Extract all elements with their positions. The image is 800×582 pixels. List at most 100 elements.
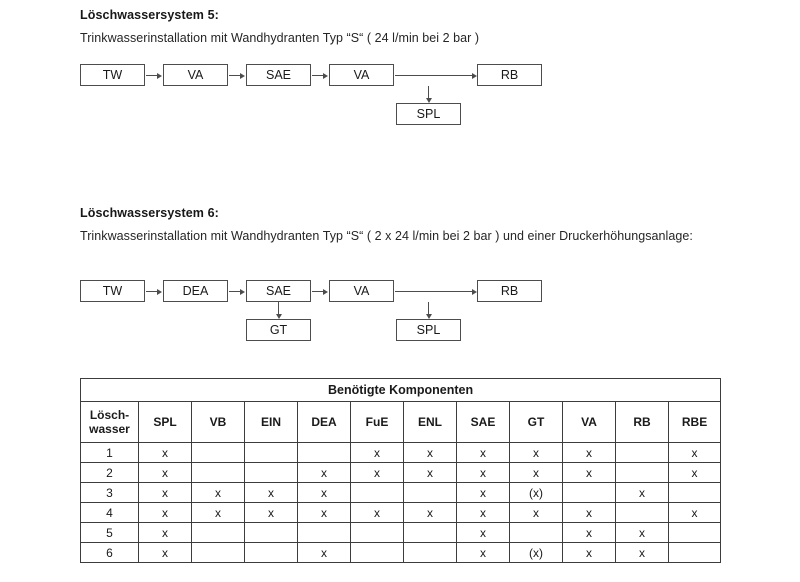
cell-rb: x bbox=[615, 542, 669, 563]
col-header-dea: DEA bbox=[297, 401, 351, 443]
node-spl[interactable]: SPL bbox=[396, 319, 461, 341]
cell-vb bbox=[191, 442, 245, 463]
cell-spl: x bbox=[138, 542, 192, 563]
col-header-rbe: RBE bbox=[667, 401, 722, 443]
cell-enl: x bbox=[403, 442, 457, 463]
cell-rbe bbox=[667, 522, 722, 543]
node-sae[interactable]: SAE bbox=[246, 280, 311, 302]
arrow-sae-to-va bbox=[312, 287, 328, 296]
node-va[interactable]: VA bbox=[329, 280, 394, 302]
cell-fue bbox=[350, 542, 404, 563]
cell-vb bbox=[191, 462, 245, 483]
row-label: 1 bbox=[80, 442, 139, 463]
arrow-tw-to-dea bbox=[146, 287, 162, 296]
cell-enl bbox=[403, 522, 457, 543]
cell-sae: x bbox=[456, 502, 510, 523]
cell-rb bbox=[615, 502, 669, 523]
col-header-loeschwasser-line1: Lösch- bbox=[89, 408, 130, 422]
node-va-1[interactable]: VA bbox=[163, 64, 228, 86]
cell-gt: x bbox=[509, 442, 563, 463]
cell-sae: x bbox=[456, 542, 510, 563]
node-spl[interactable]: SPL bbox=[396, 103, 461, 125]
cell-ein: x bbox=[244, 482, 298, 503]
cell-gt: (x) bbox=[509, 542, 563, 563]
cell-enl: x bbox=[403, 502, 457, 523]
cell-enl bbox=[403, 482, 457, 503]
col-header-gt: GT bbox=[509, 401, 563, 443]
node-va-2[interactable]: VA bbox=[329, 64, 394, 86]
node-gt[interactable]: GT bbox=[246, 319, 311, 341]
table-body: 1 x x x x x x x 2 x x x x x bbox=[80, 442, 722, 563]
cell-rb bbox=[615, 462, 669, 483]
node-sae[interactable]: SAE bbox=[246, 64, 311, 86]
cell-vb: x bbox=[191, 502, 245, 523]
table-row: 6 x x x (x) x x bbox=[80, 542, 722, 563]
cell-rb: x bbox=[615, 482, 669, 503]
row-label: 3 bbox=[80, 482, 139, 503]
col-header-rb: RB bbox=[615, 401, 669, 443]
arrow-dea-to-sae bbox=[229, 287, 245, 296]
cell-fue: x bbox=[350, 502, 404, 523]
cell-sae: x bbox=[456, 442, 510, 463]
node-dea[interactable]: DEA bbox=[163, 280, 228, 302]
table-row: 5 x x x x bbox=[80, 522, 722, 543]
arrow-va-to-rb bbox=[395, 287, 477, 296]
cell-dea: x bbox=[297, 462, 351, 483]
arrow-sae-to-va bbox=[312, 71, 328, 80]
arrow-va-to-rb bbox=[395, 71, 477, 80]
row-label: 5 bbox=[80, 522, 139, 543]
cell-fue bbox=[350, 482, 404, 503]
cell-fue: x bbox=[350, 462, 404, 483]
cell-gt: x bbox=[509, 502, 563, 523]
row-label: 6 bbox=[80, 542, 139, 563]
cell-sae: x bbox=[456, 522, 510, 543]
cell-va bbox=[562, 482, 616, 503]
cell-rb bbox=[615, 442, 669, 463]
cell-vb bbox=[191, 542, 245, 563]
cell-dea bbox=[297, 442, 351, 463]
table-row: 3 x x x x x (x) x bbox=[80, 482, 722, 503]
node-rb[interactable]: RB bbox=[477, 64, 542, 86]
cell-spl: x bbox=[138, 502, 192, 523]
node-tw[interactable]: TW bbox=[80, 64, 145, 86]
cell-rbe: x bbox=[667, 462, 722, 483]
required-components-table: Benötigte Komponenten Lösch- wasser SPL … bbox=[79, 378, 722, 563]
node-tw[interactable]: TW bbox=[80, 280, 145, 302]
cell-spl: x bbox=[138, 522, 192, 543]
system-6-title: Löschwassersystem 6: bbox=[80, 206, 219, 220]
table-row: 2 x x x x x x x x bbox=[80, 462, 722, 483]
cell-sae: x bbox=[456, 462, 510, 483]
cell-rbe: x bbox=[667, 502, 722, 523]
row-label: 2 bbox=[80, 462, 139, 483]
node-rb[interactable]: RB bbox=[477, 280, 542, 302]
col-header-loeschwasser-line2: wasser bbox=[89, 422, 130, 436]
row-label: 4 bbox=[80, 502, 139, 523]
col-header-enl: ENL bbox=[403, 401, 457, 443]
cell-vb: x bbox=[191, 482, 245, 503]
arrow-down-to-gt bbox=[274, 302, 283, 319]
col-header-va: VA bbox=[562, 401, 616, 443]
col-header-fue: FuE bbox=[350, 401, 404, 443]
cell-ein bbox=[244, 522, 298, 543]
cell-gt: (x) bbox=[509, 482, 563, 503]
cell-rbe bbox=[667, 482, 722, 503]
cell-va: x bbox=[562, 442, 616, 463]
table-row: 4 x x x x x x x x x x bbox=[80, 502, 722, 523]
cell-dea bbox=[297, 522, 351, 543]
cell-ein bbox=[244, 442, 298, 463]
cell-enl bbox=[403, 542, 457, 563]
table-banner: Benötigte Komponenten bbox=[79, 378, 722, 402]
table-column-header-row: Lösch- wasser SPL VB EIN DEA FuE ENL SAE… bbox=[80, 401, 722, 443]
col-header-vb: VB bbox=[191, 401, 245, 443]
col-header-sae: SAE bbox=[456, 401, 510, 443]
cell-enl: x bbox=[403, 462, 457, 483]
system-5-description: Trinkwasserinstallation mit Wandhydrante… bbox=[80, 31, 480, 45]
cell-dea: x bbox=[297, 502, 351, 523]
arrow-tw-to-va bbox=[146, 71, 162, 80]
cell-spl: x bbox=[138, 442, 192, 463]
system-5-diagram: TW VA SAE VA RB SPL bbox=[80, 64, 550, 125]
cell-ein bbox=[244, 542, 298, 563]
cell-fue bbox=[350, 522, 404, 543]
cell-ein bbox=[244, 462, 298, 483]
